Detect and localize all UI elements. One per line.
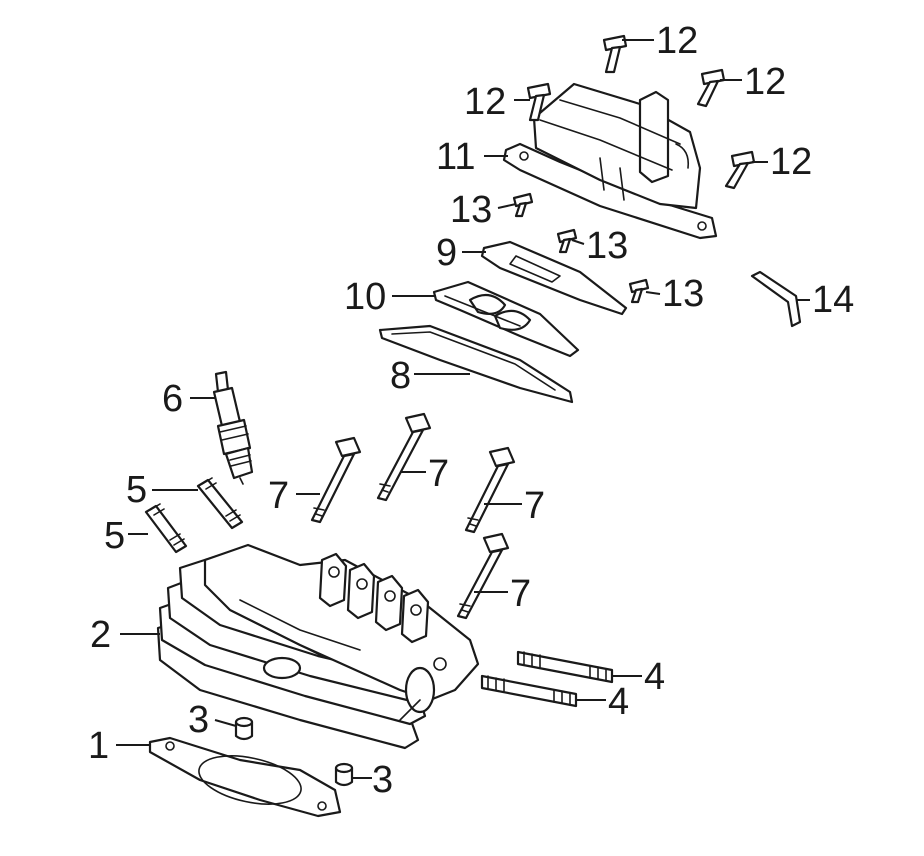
stud-bolt-upper-part: [516, 650, 614, 684]
breather-hose-part: [750, 270, 802, 328]
callout-label: 7: [428, 453, 449, 495]
small-stud-upper-part: [196, 477, 244, 530]
callout-label: 1: [88, 725, 109, 767]
callout-label: 13: [662, 273, 704, 315]
baffle-part: [432, 280, 580, 358]
head-gasket-part: [148, 736, 342, 818]
cover-gasket-part: [378, 324, 574, 404]
callout-label: 9: [436, 232, 457, 274]
long-bolt-a-part: [310, 436, 362, 524]
callout-label: 7: [524, 485, 545, 527]
dowel-pin-lower-part: [334, 762, 354, 787]
dowel-pin-upper-part: [234, 716, 254, 741]
cover-bolt-c-part: [696, 68, 726, 108]
callout-label: 5: [104, 515, 125, 557]
small-screw-c-part: [628, 278, 650, 304]
cylinder-head-part: [156, 543, 480, 750]
long-bolt-c-part: [464, 446, 516, 534]
callout-label: 7: [510, 573, 531, 615]
callout-label: 11: [436, 136, 475, 178]
callout-label: 5: [126, 469, 147, 511]
small-screw-b-part: [556, 228, 578, 254]
cover-bolt-d-part: [724, 150, 756, 190]
breather-plate-part: [480, 240, 628, 316]
callout-label: 4: [608, 681, 629, 723]
callout-label: 3: [188, 699, 209, 741]
small-screw-a-part: [512, 192, 534, 218]
callout-label: 12: [464, 81, 506, 123]
spark-plug-part: [212, 370, 254, 485]
leader-lines: [116, 39, 810, 779]
callout-label: 13: [450, 189, 492, 231]
long-bolt-b-part: [376, 412, 432, 502]
callout-label: 8: [390, 355, 411, 397]
small-stud-lower-part: [144, 503, 188, 554]
callout-label: 2: [90, 614, 111, 656]
valve-cover-part: [502, 82, 718, 240]
callout-label: 14: [812, 279, 854, 321]
callout-label: 12: [744, 61, 786, 103]
callout-label: 4: [644, 656, 665, 698]
callout-label: 13: [586, 225, 628, 267]
callout-label: 12: [770, 141, 812, 183]
cover-bolt-a-part: [602, 34, 628, 74]
callout-label: 7: [268, 475, 289, 517]
callout-numbers: 1 2 3 3 4 4 5 5 6 7 7 7 7 8 9 10 11 12 1…: [88, 20, 854, 801]
stud-bolt-lower-part: [480, 674, 578, 708]
long-bolt-d-part: [456, 532, 510, 620]
cover-bolt-b-part: [526, 82, 552, 122]
callout-label: 6: [162, 378, 183, 420]
callout-label: 12: [656, 20, 698, 62]
callout-label: 3: [372, 759, 393, 801]
callout-label: 10: [344, 276, 386, 318]
